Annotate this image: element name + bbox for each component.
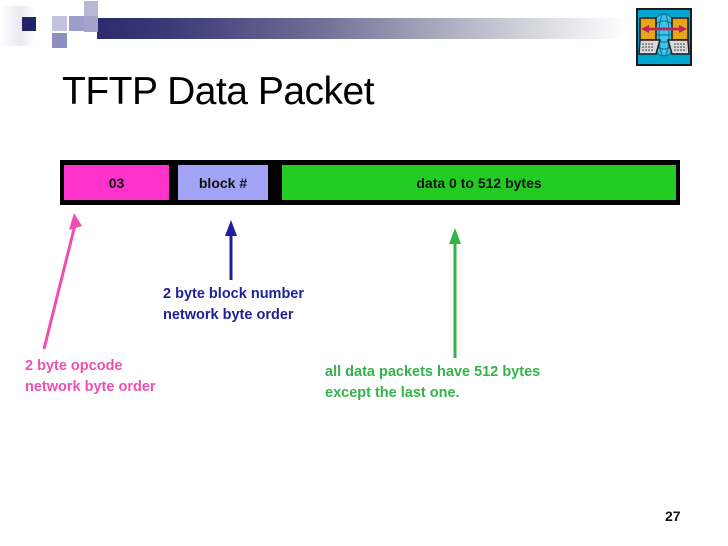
header-square-white-bottom: [69, 33, 84, 49]
header-square-mid-1: [69, 16, 84, 31]
header-square-light-2: [52, 16, 67, 31]
packet-diagram: 03 block # data 0 to 512 bytes: [60, 160, 680, 205]
page-number: 27: [665, 508, 681, 524]
header-square-dark-1: [52, 33, 67, 48]
data-arrow: [449, 228, 461, 358]
data-annotation: all data packets have 512 bytes except t…: [325, 364, 541, 402]
opcode-arrow: [42, 213, 82, 350]
block-number-annotation: 2 byte block number network byte order: [163, 286, 305, 324]
header-square-mid-2: [84, 16, 98, 32]
data-field: data 0 to 512 bytes: [282, 165, 676, 200]
block-number-arrow: [225, 220, 237, 280]
opcode-field: 03: [64, 165, 169, 200]
header-gradient-bar: [97, 18, 628, 39]
block-number-field: block #: [178, 165, 268, 200]
network-globe-icon: [636, 8, 692, 66]
header-square-light-1: [84, 1, 98, 16]
opcode-annotation: 2 byte opcode network byte order: [25, 358, 156, 396]
header-square-white-top: [69, 0, 84, 15]
header-square-navy: [22, 17, 36, 31]
page-title: TFTP Data Packet: [62, 70, 375, 113]
